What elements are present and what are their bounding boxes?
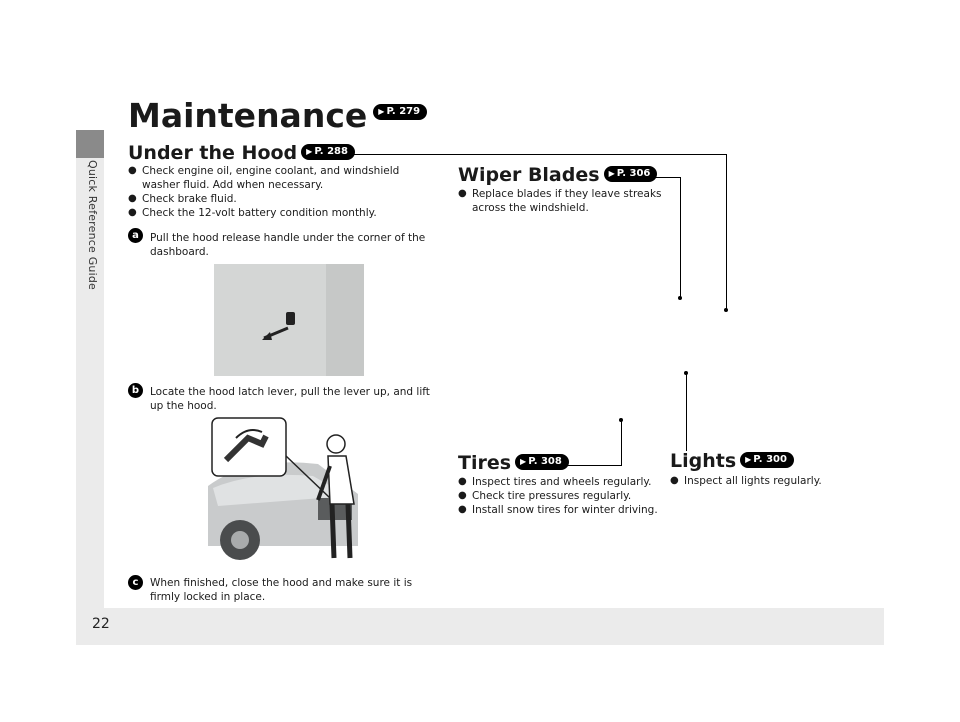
step-b-text: Locate the hood latch lever, pull the le… — [150, 386, 430, 412]
lights-title-text: Lights — [670, 450, 737, 472]
step-a-badge: a — [128, 228, 143, 243]
tires-ref-link[interactable]: ▶P. 308 — [515, 453, 569, 470]
tires-ref-text: P. 308 — [528, 455, 562, 467]
lights-ref-arrow-icon: ▶ — [745, 454, 752, 464]
person-torso — [327, 455, 355, 505]
side-strip — [76, 130, 104, 608]
list-item: Check brake fluid. — [128, 192, 438, 206]
person-head — [326, 434, 346, 454]
tires-leader-h — [560, 465, 622, 466]
tires-bullets: Inspect tires and wheels regularly. Chec… — [458, 475, 668, 517]
page-title-text: Maintenance — [128, 96, 368, 135]
tires-title-text: Tires — [458, 452, 512, 474]
lights-leader-dot — [684, 371, 688, 375]
wiper-blades-ref-arrow-icon: ▶ — [608, 168, 615, 178]
hood-latch-illustration — [208, 417, 358, 560]
lights-ref-text: P. 300 — [753, 453, 787, 465]
step-c-text: When finished, close the hood and make s… — [150, 577, 413, 603]
page-ref-arrow-icon: ▶ — [378, 106, 385, 116]
list-item: Check the 12-volt battery condition mont… — [128, 206, 438, 220]
step-b-badge: b — [128, 383, 143, 398]
under-hood-ref-link[interactable]: ▶P. 288 — [301, 143, 355, 160]
tires-leader-dot — [619, 418, 623, 422]
lights-ref-link[interactable]: ▶P. 300 — [740, 451, 794, 468]
under-hood-leader-v — [726, 154, 727, 310]
under-hood-title-text: Under the Hood — [128, 142, 298, 164]
list-item: Inspect all lights regularly. — [670, 474, 860, 488]
tires-leader-v — [621, 420, 622, 466]
wiper-leader-v — [680, 177, 681, 298]
list-item: Install snow tires for winter driving. — [458, 503, 668, 517]
sidebar-label: Quick Reference Guide — [86, 160, 99, 290]
wiper-blades-bullets: Replace blades if they leave streaks acr… — [458, 187, 668, 215]
under-hood-ref-arrow-icon: ▶ — [306, 146, 313, 156]
list-item: Check engine oil, engine coolant, and wi… — [128, 164, 438, 192]
list-item: Inspect tires and wheels regularly. — [458, 475, 668, 489]
person-arm — [316, 465, 332, 501]
under-hood-leader-dot — [724, 308, 728, 312]
step-a-text: Pull the hood release handle under the c… — [150, 232, 426, 258]
page-ref-text: P. 279 — [386, 105, 421, 117]
tires-ref-arrow-icon: ▶ — [520, 456, 527, 466]
footer-bar — [76, 608, 884, 645]
under-hood-bullets: Check engine oil, engine coolant, and wi… — [128, 164, 438, 220]
page-title: Maintenance ▶P. 279 — [128, 96, 428, 135]
under-hood-title: Under the Hood▶P. 288 — [128, 142, 355, 164]
pull-arrow-head-icon — [262, 332, 272, 340]
lift-arrow-icon — [235, 429, 263, 439]
under-hood-leader-h — [328, 154, 726, 155]
car-wheel-hub — [231, 531, 249, 549]
tires-title: Tires▶P. 308 — [458, 452, 569, 474]
lights-bullets: Inspect all lights regularly. — [670, 474, 860, 488]
wiper-blades-title-text: Wiper Blades — [458, 164, 600, 186]
page-ref-link[interactable]: ▶P. 279 — [373, 103, 428, 120]
door-panel — [326, 264, 364, 376]
page-number: 22 — [92, 616, 110, 632]
wiper-blades-ref-text: P. 306 — [616, 167, 651, 179]
latch-lever — [223, 434, 269, 463]
section-tab — [76, 130, 104, 158]
step-c-badge: c — [128, 575, 143, 590]
lights-title: Lights▶P. 300 — [670, 450, 794, 472]
inset-box — [211, 417, 287, 477]
under-hood-ref-text: P. 288 — [314, 145, 348, 157]
wiper-leader-dot — [678, 296, 682, 300]
lights-leader-v — [686, 373, 687, 451]
list-item: Check tire pressures regularly. — [458, 489, 668, 503]
release-handle — [286, 312, 295, 325]
list-item: Replace blades if they leave streaks acr… — [458, 187, 668, 215]
hood-release-illustration — [214, 264, 364, 376]
wiper-blades-title: Wiper Blades▶P. 306 — [458, 164, 658, 186]
wiper-blades-ref-link[interactable]: ▶P. 306 — [603, 165, 658, 182]
person-legs — [329, 503, 353, 559]
wiper-leader-h — [632, 177, 680, 178]
